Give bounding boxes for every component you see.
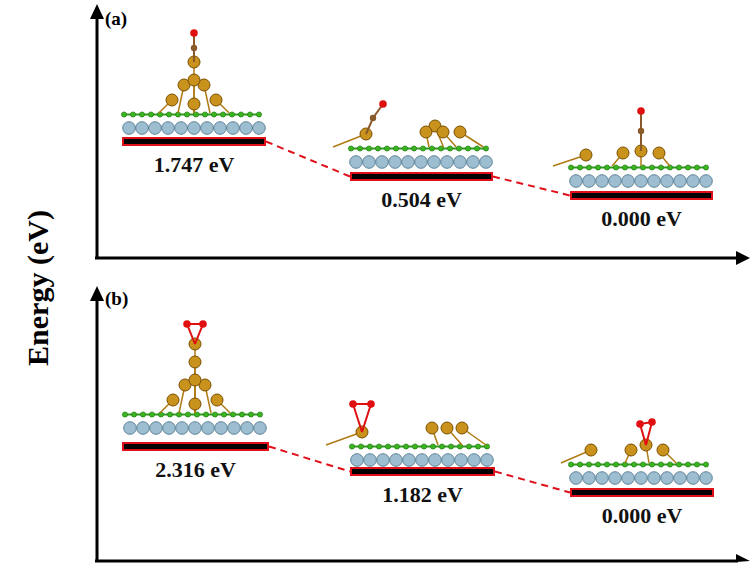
dashed-connector (495, 472, 570, 493)
cu-graphene-structure (553, 107, 712, 187)
energy-value: 0.000 eV (570, 503, 714, 529)
energy-level: 1.747 eV (122, 137, 266, 178)
energy-level: 2.316 eV (122, 442, 269, 483)
axis-title: Energy (eV) (21, 210, 55, 366)
cu-graphene-structure (122, 320, 266, 434)
level-bar (570, 488, 714, 497)
cu-graphene-structure (121, 29, 265, 134)
x-axis (95, 560, 738, 563)
energy-value: 1.182 eV (350, 482, 495, 508)
dashed-connector (269, 447, 350, 472)
panel-label: (a) (105, 8, 127, 30)
energy-value: 2.316 eV (122, 457, 269, 483)
y-axis (96, 16, 99, 258)
energy-value: 0.504 eV (350, 187, 493, 213)
dashed-connector (493, 177, 570, 196)
energy-level: 0.000 eV (570, 488, 714, 529)
level-bar (350, 467, 495, 476)
x-axis (95, 257, 738, 260)
arrow-head (90, 4, 104, 19)
arrow-head (736, 554, 750, 562)
energy-level: 0.504 eV (350, 172, 493, 213)
cu-graphene-structure (326, 400, 493, 466)
energy-level: 1.182 eV (350, 467, 495, 508)
energy-value: 1.747 eV (122, 152, 266, 178)
level-bar (350, 172, 493, 181)
cu-graphene-structure (333, 100, 492, 168)
arrow-head (736, 251, 750, 265)
level-bar (122, 442, 269, 451)
energy-value: 0.000 eV (570, 206, 713, 232)
level-bar (122, 137, 266, 146)
cu-graphene-structure (561, 418, 712, 484)
panel-label: (b) (105, 288, 128, 310)
energy-level: 0.000 eV (570, 191, 713, 232)
arrow-head (90, 286, 104, 301)
level-bar (570, 191, 713, 200)
y-axis (96, 298, 99, 561)
dashed-connector (266, 142, 350, 177)
